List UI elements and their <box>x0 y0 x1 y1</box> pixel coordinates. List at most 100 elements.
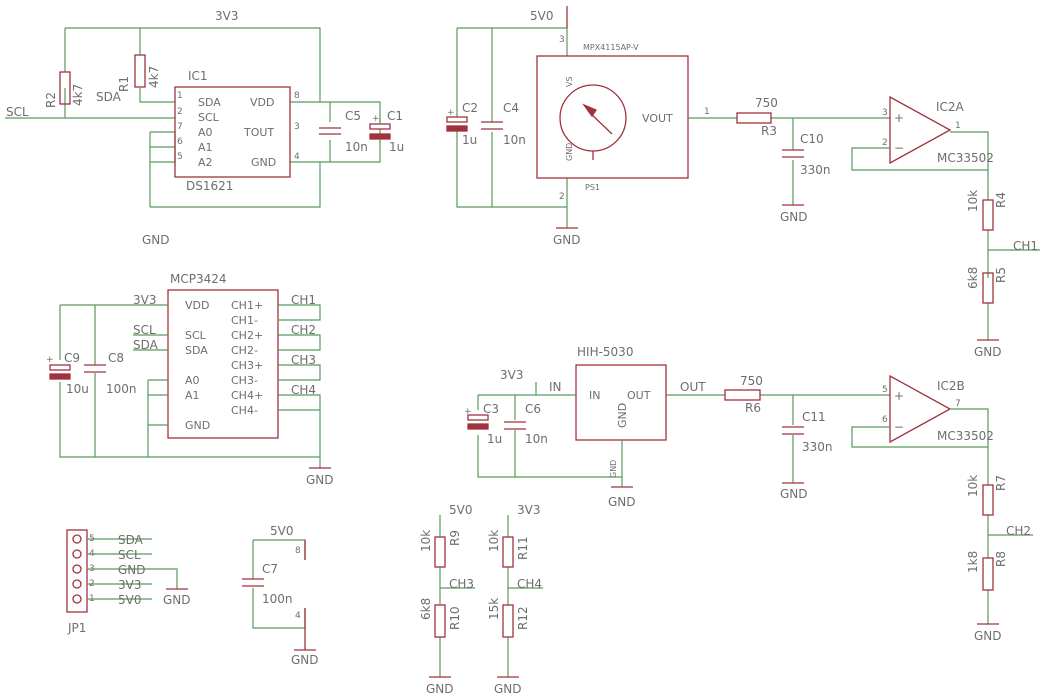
c11-name: C11 <box>802 410 826 424</box>
hih-pin-out: OUT <box>627 389 651 402</box>
mcp-pin-ch3m: CH3- <box>231 374 258 387</box>
ic2a-value: MC33502 <box>937 151 994 165</box>
c11-gnd-label: GND <box>780 487 808 501</box>
mcp-pin-ch4m: CH4- <box>231 404 258 417</box>
r2-body <box>59 71 71 105</box>
c6-name: C6 <box>525 402 541 416</box>
r12-name: R12 <box>516 606 530 630</box>
c10-body <box>782 149 804 206</box>
r1-name: R1 <box>117 76 131 92</box>
r3-value: 750 <box>755 96 778 110</box>
jp1-body <box>66 529 88 613</box>
ic2a-triangle <box>889 95 952 165</box>
ps1-name: PS1 <box>585 183 600 192</box>
c7-pin-num-bottom: 4 <box>295 611 301 621</box>
ic1-pin-a0: A0 <box>198 126 213 139</box>
c3-plus-sign: + <box>464 407 472 417</box>
jp1-label-5v0: 5V0 <box>118 593 141 607</box>
c6-value: 10n <box>525 432 548 446</box>
ic2a-section: 750 R3 C10 330n GND + − IC2A MC33502 3 2… <box>736 95 1040 359</box>
ic2b-section: 750 R6 C11 330n GND + − IC2B MC33502 5 6… <box>724 374 1033 643</box>
ps1-pin-num-vout: 1 <box>704 107 710 117</box>
c8-value: 100n <box>106 382 137 396</box>
mcp3424-section: + MCP3424 3V3 SCL SDA VDD SCL SDA A0 A1 … <box>46 272 334 487</box>
hih5030-body <box>575 364 667 441</box>
c9-body <box>49 364 71 371</box>
ps1-gnd-label: GND <box>553 233 581 247</box>
ps1-5v0-label: 5V0 <box>530 9 553 23</box>
ic1-pin-num-vdd: 8 <box>294 91 300 101</box>
ic1-pin-a2: A2 <box>198 156 213 169</box>
ps1-pin-vs: VS <box>565 76 574 87</box>
ic1-pin-num-a0: 7 <box>177 122 183 132</box>
r12-body <box>502 604 514 638</box>
r1-value: 4k7 <box>147 66 161 88</box>
r6-value: 750 <box>740 374 763 388</box>
c8-name: C8 <box>108 351 124 365</box>
ic2b-name: IC2B <box>937 379 965 393</box>
jp1-label-gnd: GND <box>118 563 146 577</box>
mcp-pin-a0: A0 <box>185 374 200 387</box>
ic1-value: DS1621 <box>186 179 233 193</box>
ic1-pin-num-a1: 6 <box>177 137 183 147</box>
scl-net-label: SCL <box>6 105 29 119</box>
c10-name: C10 <box>800 132 824 146</box>
jp1-pin-num-5: 5 <box>89 534 95 544</box>
r5-value: 6k8 <box>966 267 980 289</box>
r7-value: 10k <box>966 475 980 497</box>
ps1-pin-vout: VOUT <box>642 112 673 125</box>
ps1-body <box>536 55 689 179</box>
c7-body <box>242 578 264 587</box>
jp1-label-3v3: 3V3 <box>118 578 141 592</box>
ic1-pin-sda: SDA <box>198 96 221 109</box>
jp1-name: JP1 <box>67 621 86 635</box>
ic1-body <box>174 86 291 178</box>
c7-section: 5V0 8 4 C7 100n GND <box>242 524 319 667</box>
dividers-section: 5V0 3V3 10k R9 6k8 R10 10k R11 15k R12 C… <box>419 503 543 696</box>
mcp-pin-gnd: GND <box>185 419 210 432</box>
ic1-pin-vdd: VDD <box>250 96 274 109</box>
r9-name: R9 <box>448 530 462 546</box>
r3-name: R3 <box>761 124 777 138</box>
ic1-name: IC1 <box>188 69 208 83</box>
ic1-pin-gnd: GND <box>251 156 276 169</box>
ic2a-plus: + <box>894 111 904 125</box>
mcp-pin-ch1p: CH1+ <box>231 299 263 312</box>
hih-out-label: OUT <box>680 380 706 394</box>
jp1-pin-num-2: 2 <box>89 579 95 589</box>
div2-ch4-label: CH4 <box>517 577 542 591</box>
c1-name: C1 <box>387 109 403 123</box>
mcp-pin-a1: A1 <box>185 389 200 402</box>
c9-plus-sign: + <box>46 355 54 365</box>
c3-name: C3 <box>483 402 499 416</box>
ch2-net-label: CH2 <box>1006 524 1031 538</box>
c4-value: 10n <box>503 133 526 147</box>
ic2a-minus: − <box>894 141 904 155</box>
r8-body <box>982 557 994 591</box>
ps1-pin-gnd: GND <box>565 143 574 161</box>
c10-gnd-label: GND <box>780 210 808 224</box>
mcp-pin-vdd: VDD <box>185 299 209 312</box>
r10-value: 6k8 <box>419 598 433 620</box>
r6-name: R6 <box>745 401 761 415</box>
ps1-section: + 5V0 MPX4115AP-V PS1 VOUT VS GND 3 2 1 … <box>446 6 890 247</box>
hih-in-label: IN <box>549 380 562 394</box>
jp1-pin-num-3: 3 <box>89 564 95 574</box>
mcp-ch1-label: CH1 <box>291 293 316 307</box>
r11-body <box>502 536 514 568</box>
c11-body <box>782 426 804 435</box>
mcp-pin-ch1m: CH1- <box>231 314 258 327</box>
ic2a-name: IC2A <box>936 100 965 114</box>
jp1-pin-num-4: 4 <box>89 549 95 559</box>
jp1-section: 5 4 3 2 1 SDA SCL GND 3V3 5V0 GND JP1 <box>66 529 191 635</box>
mcp-sda-label: SDA <box>133 338 159 352</box>
hih-gnd-label: GND <box>608 495 636 509</box>
ic1-pin-num-gnd: 4 <box>294 152 300 162</box>
div1-ch3-label: CH3 <box>449 577 474 591</box>
r7-body <box>982 484 994 516</box>
c5-body <box>319 127 341 135</box>
mcp-pin-ch2p: CH2+ <box>231 329 263 342</box>
c5-value: 10n <box>345 140 368 154</box>
r6-body <box>724 389 761 401</box>
